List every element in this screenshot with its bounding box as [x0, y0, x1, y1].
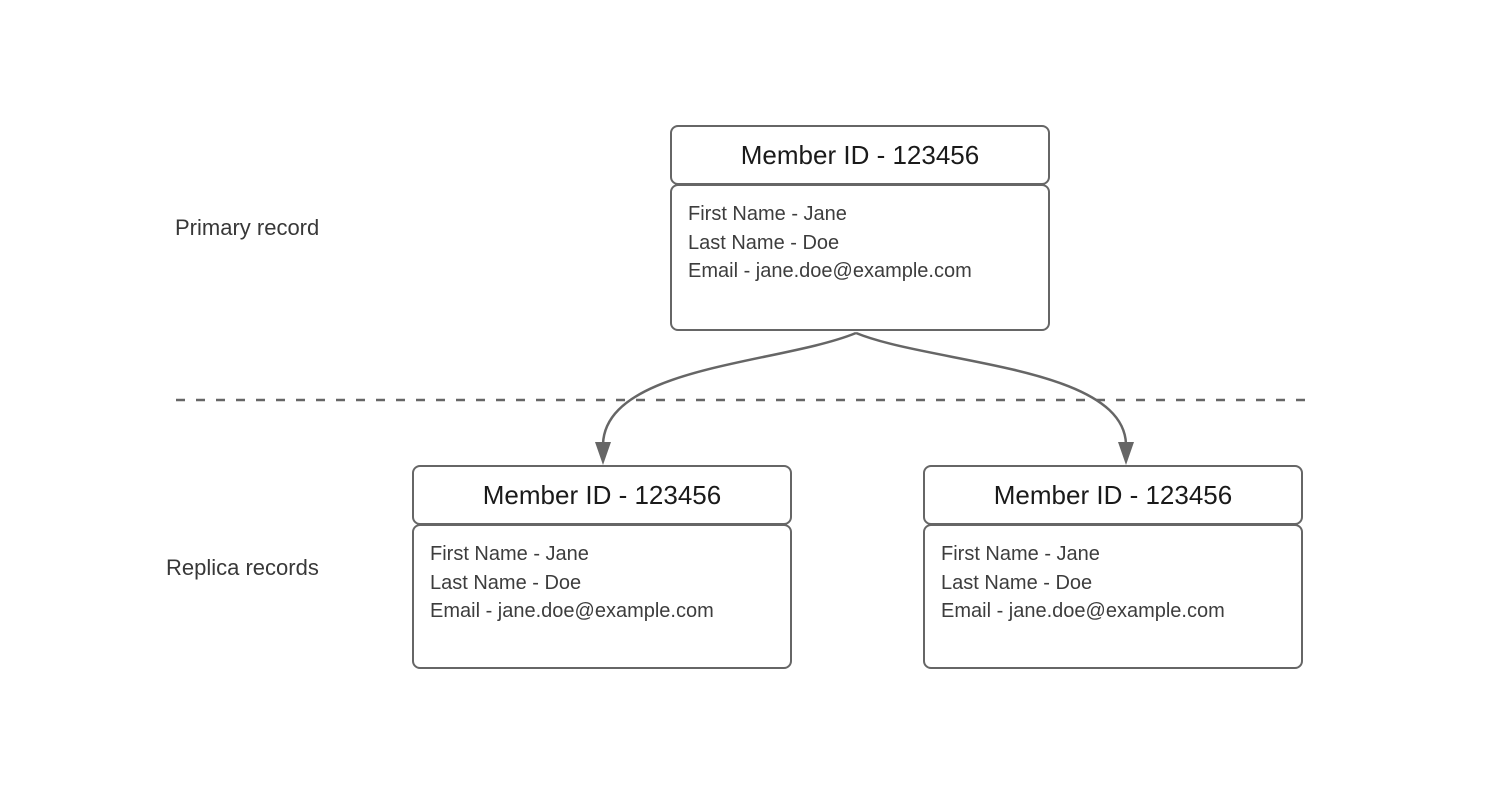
connector-primary-to-left-replica: [601, 331, 857, 445]
replica-left-card-body: First Name - Jane Last Name - Doe Email …: [412, 524, 792, 669]
field-email: Email - jane.doe@example.com: [688, 260, 972, 282]
field-first-name: First Name - Jane: [941, 543, 1100, 565]
primary-record-label: Primary record: [175, 215, 320, 240]
replica-record-card-right: Member ID - 123456 First Name - Jane Las…: [923, 465, 1303, 669]
replica-right-card-body: First Name - Jane Last Name - Doe Email …: [923, 524, 1303, 669]
field-last-name: Last Name - Doe: [430, 571, 582, 594]
field-first-name: First Name - Jane: [430, 543, 589, 565]
replica-left-card-title: Member ID - 123456: [412, 465, 792, 525]
field-email: Email - jane.doe@example.com: [941, 600, 1225, 622]
field-email: Email - jane.doe@example.com: [430, 600, 714, 622]
arrowhead-right-icon: [1118, 442, 1134, 465]
replica-records-label: Replica records: [166, 555, 319, 580]
replica-record-card-left: Member ID - 123456 First Name - Jane Las…: [412, 465, 792, 669]
field-last-name: Last Name - Doe: [941, 571, 1093, 594]
primary-card-title: Member ID - 123456: [670, 125, 1050, 185]
field-first-name: First Name - Jane: [688, 203, 847, 225]
field-last-name: Last Name - Doe: [688, 231, 840, 254]
primary-record-card: Member ID - 123456 First Name - Jane Las…: [670, 125, 1050, 331]
connector-primary-to-right-replica: [855, 331, 1128, 445]
primary-card-body: First Name - Jane Last Name - Doe Email …: [670, 184, 1050, 331]
arrowhead-left-icon: [595, 442, 611, 465]
replica-right-card-title: Member ID - 123456: [923, 465, 1303, 525]
